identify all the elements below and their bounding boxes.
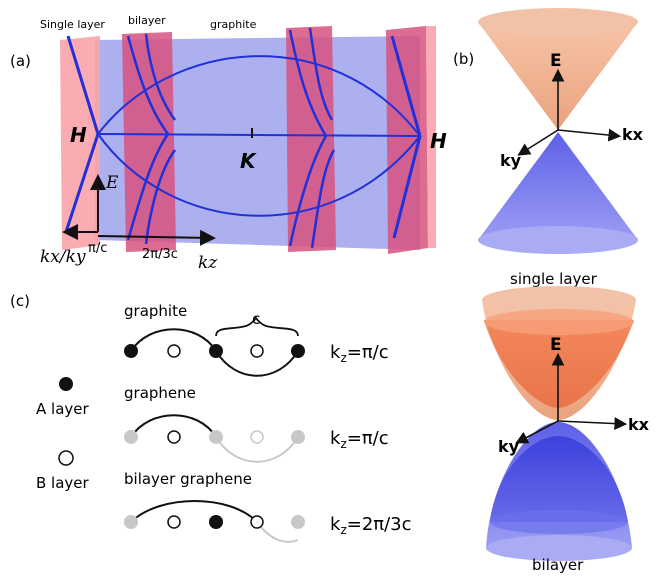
single-layer-cones: E kx ky single layer bbox=[478, 8, 644, 288]
label-single-layer: Single layer bbox=[40, 18, 105, 31]
row-graphene-title: graphene bbox=[124, 384, 196, 402]
bilayer-axis-e: E bbox=[550, 335, 562, 355]
row-graphene-equation: kz=π/c bbox=[330, 428, 389, 451]
single-axis-kx: kx bbox=[622, 125, 644, 144]
panel-c: (c) A layer B layer graphite c kz=π/c gr… bbox=[10, 292, 412, 543]
single-layer-band-right-edge bbox=[426, 26, 436, 248]
point-h-right: H bbox=[430, 129, 447, 153]
graphene-atom-2 bbox=[167, 430, 181, 444]
graphite-band bbox=[95, 36, 420, 250]
panel-c-label: (c) bbox=[10, 292, 30, 310]
graphene-atom-3 bbox=[209, 430, 223, 444]
graphene-arc-light bbox=[215, 436, 299, 463]
graphite-atom-b1 bbox=[167, 344, 181, 358]
lower-arc bbox=[97, 133, 421, 217]
single-layer-band-left bbox=[60, 36, 100, 250]
bilayer-atom-1 bbox=[124, 515, 138, 529]
bilayer-atom-3 bbox=[209, 515, 223, 529]
label-graphite: graphite bbox=[210, 18, 257, 31]
panel-b-label: (b) bbox=[453, 50, 474, 68]
graphene-arc-dark bbox=[130, 414, 217, 438]
graphite-atom-a2 bbox=[209, 344, 223, 358]
bilayer-band-right bbox=[286, 26, 336, 252]
bilayer-atom-4 bbox=[250, 515, 264, 529]
label-bilayer: bilayer bbox=[128, 14, 166, 27]
single-layer-caption: single layer bbox=[510, 270, 598, 288]
bilayer-left-upper bbox=[126, 33, 177, 135]
legend-a-dot bbox=[59, 377, 73, 391]
bilayer-lower-inner bbox=[490, 436, 628, 522]
graphite-atom-a3 bbox=[291, 344, 305, 358]
graphite-bracket bbox=[215, 316, 299, 337]
legend-b-dot bbox=[58, 450, 74, 466]
row-graphite-equation: kz=π/c bbox=[330, 342, 389, 365]
bilayer-atom-2 bbox=[167, 515, 181, 529]
graphite-bracket-label: c bbox=[252, 310, 260, 328]
legend-b-layer: B layer bbox=[36, 474, 90, 492]
bilayer-axis-kx: kx bbox=[628, 415, 650, 434]
graphite-arc-right bbox=[215, 350, 299, 377]
single-right-cone bbox=[390, 35, 422, 239]
bilayer-caption: bilayer bbox=[532, 556, 584, 574]
panel-a: (a) H K H Single layer bilayer graphit bbox=[10, 14, 447, 273]
graphite-atom-a1 bbox=[124, 344, 138, 358]
row-bilayer-title: bilayer graphene bbox=[124, 470, 252, 488]
bilayer-upper-inner-rim bbox=[484, 309, 634, 335]
row-graphite-title: graphite bbox=[124, 302, 187, 320]
row-bilayer-equation: kz=2π/3c bbox=[330, 514, 412, 537]
bilayer-lower-outer-rim bbox=[486, 535, 632, 561]
point-k: K bbox=[240, 149, 257, 173]
single-axis-e: E bbox=[550, 51, 562, 71]
graphite-arc-left bbox=[130, 328, 217, 352]
bilayer-axis-ky: ky bbox=[498, 437, 520, 456]
bilayer-right-upper bbox=[288, 27, 334, 137]
single-axis-ky: ky bbox=[500, 151, 522, 170]
graphene-atom-4 bbox=[250, 430, 264, 444]
bilayer-band-left bbox=[122, 32, 176, 252]
bilayer-lower-inner-rim bbox=[490, 510, 628, 534]
panel-b: (b) E kx ky single layer bbox=[453, 8, 650, 574]
bilayer-atom-5 bbox=[291, 515, 305, 529]
upper-arc bbox=[97, 55, 421, 137]
k-axis-line bbox=[97, 133, 421, 137]
single-upper-cone-rim bbox=[478, 8, 638, 36]
legend-a-layer: A layer bbox=[36, 400, 89, 418]
axis-e: E bbox=[105, 173, 119, 193]
bilayer-upper-outer-rim bbox=[482, 286, 636, 314]
bilayer-left-lower bbox=[126, 133, 177, 245]
panel-a-axes bbox=[62, 174, 216, 246]
axis-kz: kz bbox=[198, 253, 218, 273]
panel-a-label: (a) bbox=[10, 52, 31, 70]
graphene-atom-5 bbox=[291, 430, 305, 444]
graphene-atom-1 bbox=[124, 430, 138, 444]
single-lower-cone-rim bbox=[478, 226, 638, 254]
single-left-cone bbox=[64, 35, 100, 233]
single-layer-band-right bbox=[386, 26, 428, 254]
bilayer-cones: E kx ky bilayer bbox=[482, 286, 650, 574]
tick-pi-c: π/c bbox=[88, 241, 107, 256]
tick-2pi-3c: 2π/3c bbox=[142, 247, 178, 262]
single-lower-cone bbox=[478, 132, 638, 240]
bilayer-right-lower bbox=[288, 135, 336, 249]
graphite-atom-b2 bbox=[250, 344, 264, 358]
point-h-left: H bbox=[70, 123, 87, 147]
dispersion-lines bbox=[64, 27, 422, 249]
axis-kxky: kx/ky bbox=[40, 247, 86, 267]
bilayer-arc-dark bbox=[130, 500, 258, 523]
